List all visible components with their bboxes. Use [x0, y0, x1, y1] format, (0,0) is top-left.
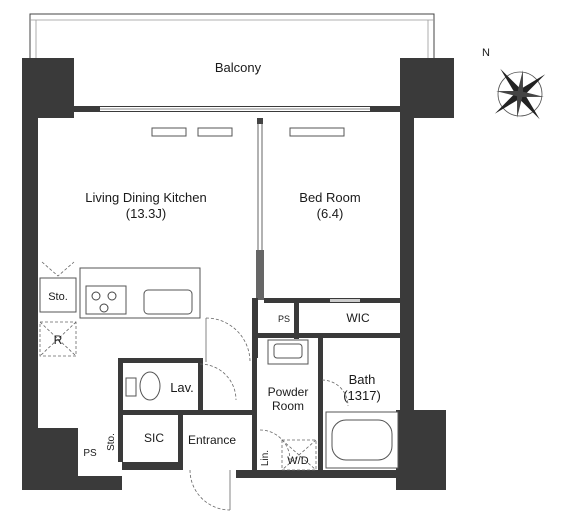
washer-dryer-label: W/D — [287, 455, 308, 467]
linen-label: Lin. — [260, 450, 271, 466]
lavatory-label: Lav. — [170, 380, 194, 395]
door-swings — [189, 317, 349, 511]
compass-north-label: N — [482, 47, 490, 59]
toilet — [125, 363, 237, 401]
washer-dryer-space — [281, 439, 317, 471]
entrance-label: Entrance — [188, 433, 236, 447]
wic-door — [330, 299, 360, 302]
ldk-bedroom-partition — [256, 118, 264, 300]
bedroom-size: (6.4) — [317, 206, 344, 221]
kitchen-counter — [79, 267, 201, 319]
vertical-storage-label: Sto. — [106, 433, 117, 451]
ps-small-label: PS — [278, 314, 290, 324]
refrigerator-label: R — [54, 333, 63, 347]
kitchen-storage — [39, 261, 77, 313]
powder-room-label-2: Room — [272, 399, 304, 413]
bath-label: Bath — [349, 372, 376, 387]
top-windows — [151, 127, 345, 137]
powder-room-label-1: Powder — [268, 385, 309, 399]
ldk-size: (13.3J) — [126, 206, 166, 221]
ps-large-label: PS — [83, 448, 97, 459]
balcony-label: Balcony — [215, 60, 262, 75]
sic-label: SIC — [144, 431, 164, 445]
bathtub — [325, 411, 399, 469]
refrigerator-space — [39, 321, 77, 357]
bath-size: (1317) — [343, 388, 381, 403]
exterior-walls — [22, 58, 454, 490]
ldk-label: Living Dining Kitchen — [85, 190, 206, 205]
bedroom-label: Bed Room — [299, 190, 360, 205]
powder-sink — [267, 339, 309, 365]
kitchen-storage-label: Sto. — [48, 291, 68, 303]
wic-label: WIC — [346, 311, 370, 325]
compass-rose: N — [482, 47, 546, 120]
